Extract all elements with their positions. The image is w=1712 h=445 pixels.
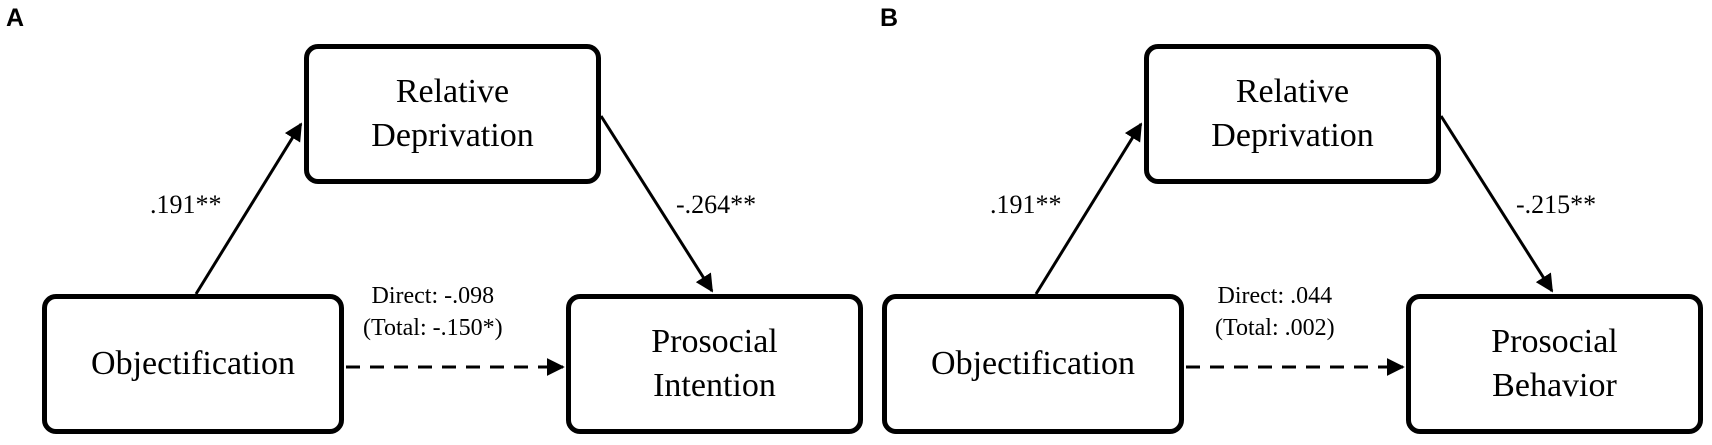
path-b-arrow <box>1439 115 1554 293</box>
direct-effect-label: Direct: .044 (Total: .002) <box>1215 280 1335 345</box>
direct-effect-value: Direct: -.098 <box>371 283 495 309</box>
total-effect-value: (Total: -.150*) <box>363 315 503 342</box>
mediator-label-line1: Relative <box>1235 72 1350 110</box>
direct-effect-value: Direct: .044 <box>1217 283 1333 309</box>
predictor-box: Objectification <box>882 294 1184 434</box>
outcome-label-line2: Intention <box>653 367 776 404</box>
panel-label: A <box>6 4 25 32</box>
outcome-label-line1: Prosocial <box>1491 322 1618 360</box>
panel-label: B <box>880 4 899 32</box>
mediator-box: Relative Deprivation <box>1144 44 1441 184</box>
predictor-label: Objectification <box>931 344 1135 382</box>
mediator-box: Relative Deprivation <box>304 44 601 184</box>
mediation-diagram-b: B Relative Deprivation Objectification P… <box>856 0 1712 445</box>
total-effect-value: (Total: .002) <box>1215 315 1335 342</box>
path-a-coefficient: .191** <box>990 190 1062 219</box>
outcome-box: Prosocial Behavior <box>1406 294 1703 434</box>
path-a-arrow <box>194 122 303 295</box>
predictor-box: Objectification <box>42 294 344 434</box>
path-arrows-b <box>1034 115 1554 376</box>
mediator-label-line1: Relative <box>395 72 510 110</box>
outcome-box: Prosocial Intention <box>566 294 863 434</box>
mediator-label-line2: Deprivation <box>371 117 534 154</box>
path-arrows-a <box>194 115 714 376</box>
path-a-arrow <box>1034 122 1143 295</box>
direct-effect-label: Direct: -.098 (Total: -.150*) <box>363 280 503 345</box>
mediator-label-line2: Deprivation <box>1211 117 1374 154</box>
path-b-coefficient: -.264** <box>676 190 757 219</box>
path-b-arrow <box>599 115 714 293</box>
outcome-label-line2: Behavior <box>1492 367 1617 404</box>
outcome-label-line1: Prosocial <box>651 322 778 360</box>
path-b-coefficient: -.215** <box>1516 190 1597 219</box>
mediation-diagram-a: A Relative Deprivation Objectification P… <box>6 4 863 434</box>
path-a-coefficient: .191** <box>150 190 222 219</box>
predictor-label: Objectification <box>91 344 295 382</box>
